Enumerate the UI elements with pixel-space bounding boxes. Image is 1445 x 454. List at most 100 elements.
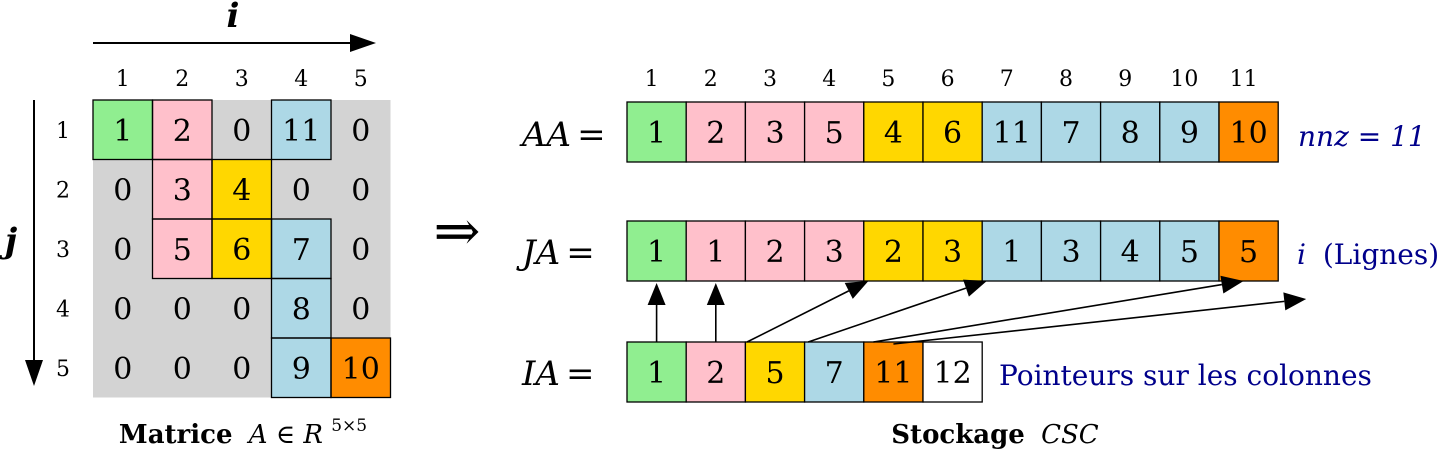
aa-cell-value: 7 xyxy=(1061,116,1080,151)
aa-cell-value: 3 xyxy=(765,116,784,151)
matrix-cell-value: 9 xyxy=(292,352,311,387)
ia-equals: = xyxy=(566,354,595,394)
ja-cell xyxy=(744,220,806,282)
ja-cell-value: 2 xyxy=(884,235,903,270)
matrix-cell-value: 2 xyxy=(173,114,192,149)
ja-cell xyxy=(1159,220,1220,282)
storage-index-header: 8 xyxy=(1059,67,1073,92)
aa-cell-value: 4 xyxy=(884,116,903,151)
matrix-cell-value: 8 xyxy=(292,292,311,327)
ja-cell-value: 5 xyxy=(1239,235,1258,270)
ja-note: i (Lignes) xyxy=(1297,238,1439,271)
matrix-cell-value: 5 xyxy=(173,233,192,268)
ja-cell-value: 2 xyxy=(765,235,784,270)
matrix-cell-bg xyxy=(212,100,272,160)
matrix-row-header: 4 xyxy=(56,297,70,322)
ja-cell-value: 1 xyxy=(1002,235,1021,270)
pointer-arrowhead xyxy=(844,281,869,299)
pointer-arrowhead xyxy=(963,279,987,297)
matrix-cell-value: 0 xyxy=(232,292,251,327)
matrix-cell-border xyxy=(270,99,332,161)
matrix-cell-bg xyxy=(331,159,391,219)
matrix-cell-bg xyxy=(271,278,331,338)
ja-cell-value: 3 xyxy=(943,235,962,270)
storage-index-header: 1 xyxy=(645,67,659,92)
aa-cell xyxy=(1218,101,1279,163)
aa-label: AA= xyxy=(519,115,606,155)
matrix-cell-bg xyxy=(93,278,153,338)
matrix-row-header: 3 xyxy=(56,238,70,263)
aa-cell xyxy=(922,101,983,163)
ia-label: IA= xyxy=(521,354,594,394)
ia-cell-value: 2 xyxy=(706,356,725,391)
ja-cell xyxy=(1218,220,1279,282)
axis-i-arrowhead xyxy=(350,34,376,52)
aa-cell-value: 11 xyxy=(993,116,1031,151)
ia-cell xyxy=(744,341,806,403)
matrix-cell-value: 1 xyxy=(113,114,132,149)
ja-label: JA= xyxy=(516,233,595,273)
pointer-arrow-line xyxy=(807,287,967,343)
matrix-cell-bg xyxy=(152,338,212,398)
axis-j-label: j xyxy=(0,221,18,261)
matrix-cell-value: 4 xyxy=(232,173,251,208)
matrix-cell-value: 0 xyxy=(292,173,311,208)
matrix-cell-value: 0 xyxy=(351,292,370,327)
matrix-cell-value: 0 xyxy=(232,352,251,387)
matrix-cell-value: 0 xyxy=(351,173,370,208)
matrix-cell-value: 0 xyxy=(351,233,370,268)
ia-cell xyxy=(685,341,747,403)
storage-caption: Stockage CSC xyxy=(891,420,1099,450)
ia-cell-value: 1 xyxy=(647,356,666,391)
ja-cell xyxy=(1099,220,1161,282)
matrix-caption: Matrice A ∈ R 5×5 xyxy=(119,416,367,450)
aa-cell-value: 10 xyxy=(1230,116,1268,151)
pointer-arrow-line xyxy=(873,283,1223,343)
ja-label-name: JA xyxy=(516,233,560,273)
aa-cell-value: 8 xyxy=(1121,116,1140,151)
ia-cell-value: 12 xyxy=(934,356,972,391)
pointer-arrow-line xyxy=(893,300,1285,345)
storage-index-header: 9 xyxy=(1118,67,1132,92)
matrix-cell-value: 7 xyxy=(292,233,311,268)
storage-index-header: 11 xyxy=(1230,67,1258,92)
ia-cell xyxy=(922,341,983,403)
ja-cell xyxy=(981,220,1043,282)
aa-cell xyxy=(1099,101,1161,163)
axis-i-label: i xyxy=(227,0,240,36)
matrix-cell-border xyxy=(330,337,392,399)
aa-cell xyxy=(744,101,806,163)
matrix-col-header: 1 xyxy=(116,67,130,92)
ja-cell xyxy=(685,220,747,282)
ja-cell-value: 5 xyxy=(1180,235,1199,270)
matrix-cell-value: 10 xyxy=(342,352,380,387)
matrix-col-header: 2 xyxy=(175,67,189,92)
matrix-caption-sup: 5×5 xyxy=(331,416,367,436)
ja-cell xyxy=(803,220,865,282)
aa-cell xyxy=(685,101,747,163)
matrix-cell-bg xyxy=(271,219,331,279)
storage-index-header: 5 xyxy=(881,67,895,92)
ja-cell-value: 3 xyxy=(1061,235,1080,270)
matrix-col-header: 4 xyxy=(294,67,308,92)
pointer-arrows xyxy=(647,275,1307,345)
aa-cell-value: 5 xyxy=(825,116,844,151)
ja-equals: = xyxy=(566,233,595,273)
storage-index-header: 3 xyxy=(763,67,777,92)
ia-pointer-note: Pointeurs sur les colonnes xyxy=(999,359,1372,392)
ja-note-text: (Lignes) xyxy=(1323,238,1439,271)
storage-index-header: 6 xyxy=(941,67,955,92)
matrix-cell-value: 0 xyxy=(351,114,370,149)
matrix-cell-value: 0 xyxy=(113,173,132,208)
matrix-cell-value: 0 xyxy=(173,292,192,327)
matrix-cell-bg xyxy=(331,100,391,160)
matrix-cell-bg xyxy=(93,100,153,160)
matrix-cell-bg xyxy=(331,219,391,279)
matrix-cell-bg xyxy=(152,278,212,338)
aa-equals: = xyxy=(577,115,606,155)
axis-j-arrowhead xyxy=(25,360,43,386)
matrix-cell-value: 6 xyxy=(232,233,251,268)
